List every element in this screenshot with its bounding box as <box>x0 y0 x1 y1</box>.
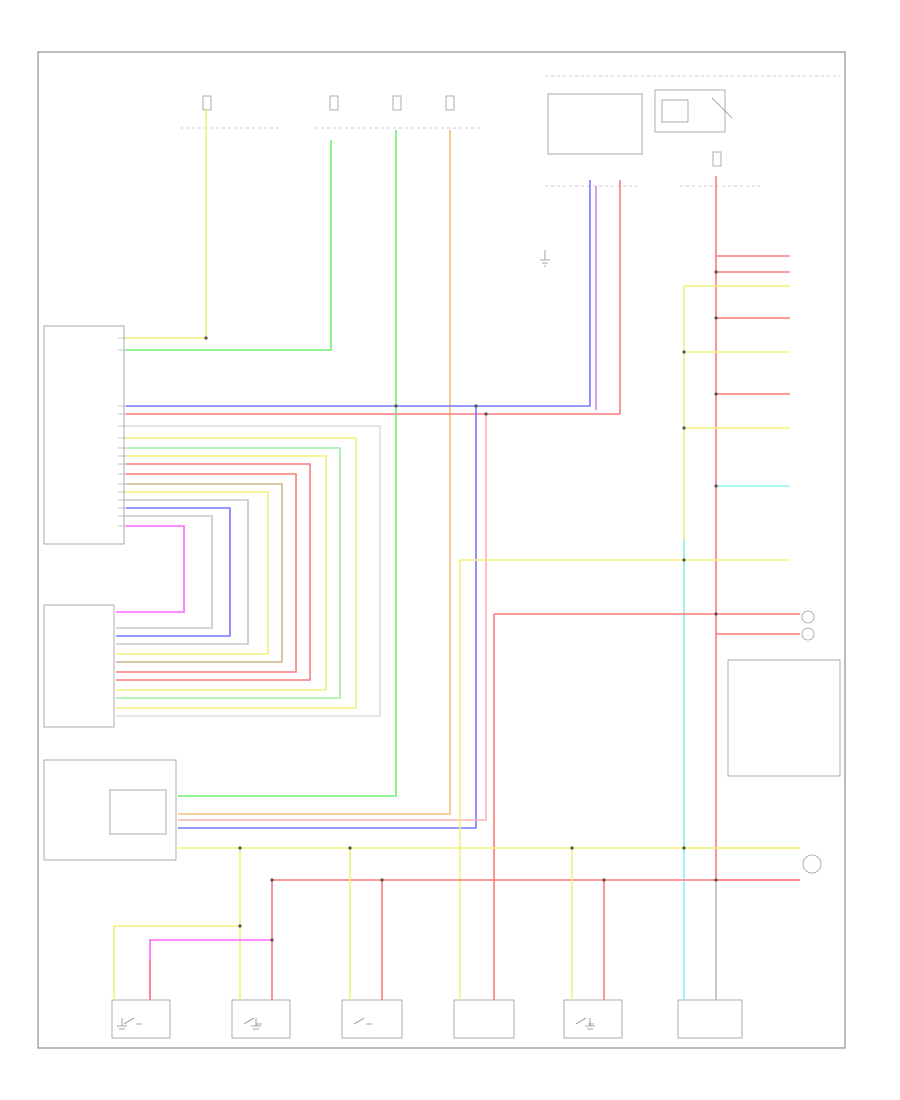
body-control-module <box>43 325 125 545</box>
wire-pink-meter <box>178 414 487 821</box>
wire-blue-can <box>126 180 591 407</box>
switch-icon <box>123 1017 594 1025</box>
combination-meter-inner <box>109 789 167 835</box>
fuse-icon <box>202 95 722 167</box>
lamp-icon <box>801 610 822 874</box>
wire-blue-loop-9 <box>116 507 231 637</box>
navigation-control-unit <box>453 999 515 1039</box>
wire-magenta-left-seat <box>149 939 272 1000</box>
front-heated-seat-switch-left <box>231 999 291 1039</box>
wire-red-loop-5 <box>116 473 297 673</box>
wire-gray-loop-10 <box>116 515 213 629</box>
wires <box>113 108 800 1000</box>
combination-switch <box>43 604 115 728</box>
wire-gray-ign <box>116 425 381 717</box>
fuse-block-group <box>180 75 840 187</box>
wire-yellow-loop-7 <box>116 491 269 655</box>
headlamp-aiming-switch <box>563 999 623 1039</box>
wire-brown-loop-6 <box>116 483 283 663</box>
front-heated-seat-switch-right <box>111 999 171 1039</box>
wire-yellow-bcm-batt <box>126 108 207 339</box>
vdc-off-switch <box>341 999 403 1039</box>
wire-red-can <box>126 180 621 415</box>
diagram-frame <box>37 51 846 1049</box>
ipdm-box <box>547 93 643 155</box>
wire-blue-meter <box>178 406 477 829</box>
ground-icon <box>117 250 595 1030</box>
wire-green-bcm-ign <box>126 140 332 351</box>
wire-magenta-loop-11 <box>116 525 185 613</box>
illumination-control-switch <box>727 659 841 777</box>
connector-pins <box>118 337 126 527</box>
wire-red-loop-4 <box>116 463 311 681</box>
wire-yellow-loop-3 <box>116 455 327 691</box>
clock <box>677 999 743 1039</box>
relay-icon <box>654 89 733 133</box>
wire-green-meter <box>178 130 397 797</box>
wire-green-loop-2 <box>116 447 341 699</box>
splice-icon <box>204 270 718 942</box>
wire-orange-meter <box>178 130 451 815</box>
wire-yellow-left-seat <box>113 925 240 1000</box>
wire-gray-loop-8 <box>116 499 249 645</box>
wire-yellow-loop-1 <box>116 437 357 709</box>
